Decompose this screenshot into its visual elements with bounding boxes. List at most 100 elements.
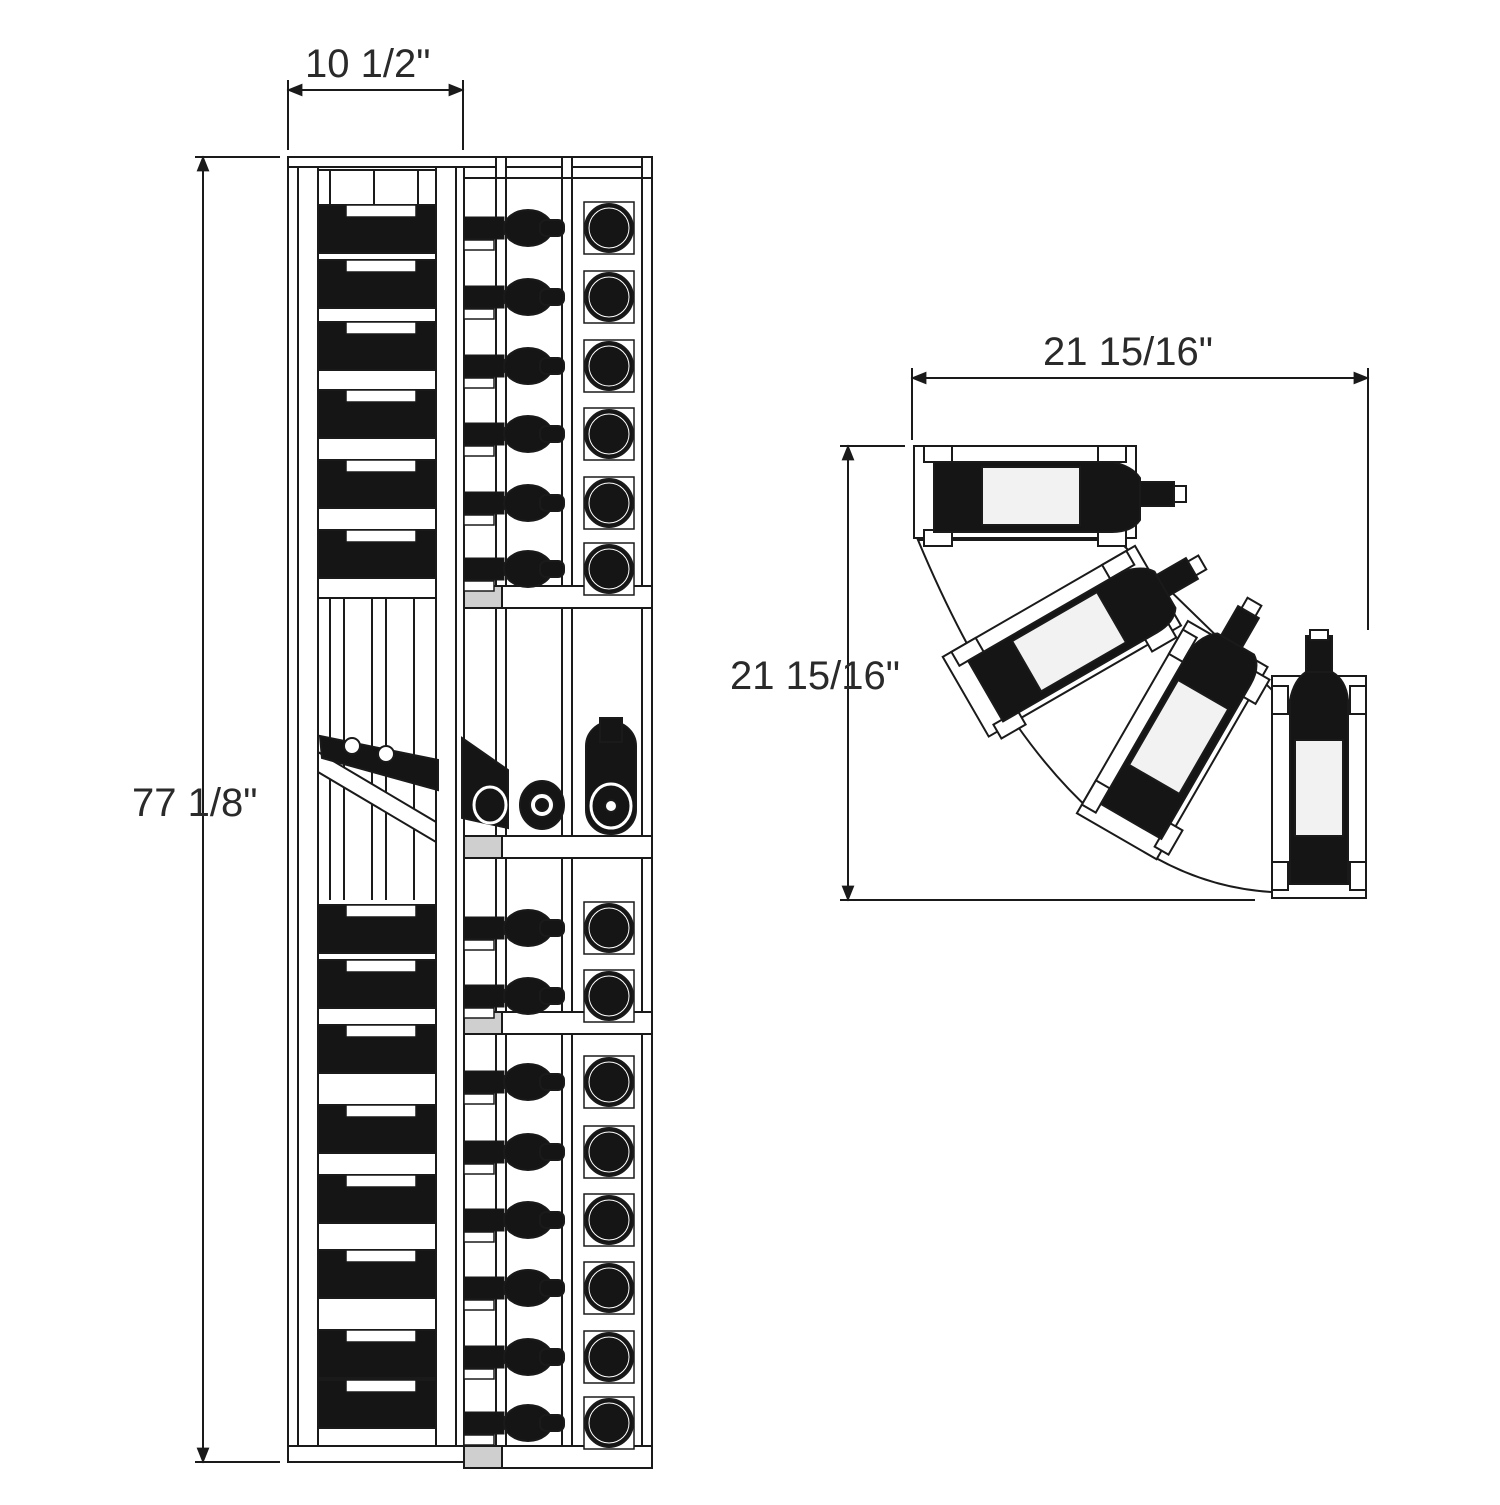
bottle-neck [463,354,505,378]
bottle-end-rim [588,1199,630,1241]
left-post [297,156,319,1463]
panel-slot [345,459,417,473]
corner-depth-dimension-label: 21 15/16" [730,654,900,698]
bottle-top [539,357,565,375]
bottle-neck [463,1345,505,1369]
bottle-neck [463,216,505,240]
panel-slot [345,959,417,973]
bottle-cradle [463,1093,495,1105]
bottle-top [539,288,565,306]
panel-slot [345,321,417,335]
bottle-neck [463,422,505,446]
bottle-cradle [463,1007,495,1019]
rack-height-dimension-label: 77 1/8" [132,781,258,825]
panel-slot [345,1104,417,1118]
bottle-cradle [463,939,495,951]
bottle-end-rim [588,207,630,249]
bottle-top [539,1211,565,1229]
bottle-end-rim [588,1131,630,1173]
panel-slot [345,1249,417,1263]
bottle-top [539,987,565,1005]
bottle-end [584,478,634,528]
bottle-top [539,560,565,578]
bottle-end [584,203,634,253]
bottle-end-rim [588,975,630,1017]
bottle-top [539,1073,565,1091]
bottle-end-rim [588,276,630,318]
bottle-neck [463,1208,505,1232]
bottle-neck [463,1411,505,1435]
bottle-end [584,1398,634,1448]
panel-slot [345,1174,417,1188]
bottle-end [584,1127,634,1177]
bottle-end [584,971,634,1021]
bottle-end [584,1332,634,1382]
bottle-end-rim [588,345,630,387]
bottle-top [539,1143,565,1161]
corner-module-1 [913,445,1187,547]
bottle-end [584,1057,634,1107]
bottle-neck [463,984,505,1008]
wine-rack-front-view [287,156,653,1469]
bottle-end [584,341,634,391]
bottle-cradle [463,1163,495,1175]
bottle-cradle [463,1434,495,1446]
panel-slot [345,389,417,403]
panel-slot [345,1379,417,1393]
bottle-cradle [463,377,495,389]
center-post [435,156,457,1463]
bottle-neck [463,1070,505,1094]
shelf-bar-end [463,835,503,859]
bottle-neck [463,916,505,940]
bottle-top [539,1414,565,1432]
bottle-end-rim [588,907,630,949]
bottle-neck [463,1276,505,1300]
bottle-neck [463,491,505,515]
bottle-cradle [463,1231,495,1243]
panel-slot [345,259,417,273]
dimension-lines-corner [840,368,1370,902]
bottle-end [584,544,634,594]
dimension-lines-front [195,80,465,1464]
bottle-end-rim [588,482,630,524]
corner-module-2 [941,544,1208,740]
side-bottle-group [463,209,565,1446]
bottle-cradle [463,1299,495,1311]
panel-slot [345,1329,417,1343]
side-panel-stack [317,204,437,1429]
panel-slot [345,204,417,218]
end-bottle-group [583,201,635,1450]
bottle-top [539,1348,565,1366]
bottle-cradle [463,308,495,320]
bottle-end-rim [588,1402,630,1444]
corner-module-3 [1075,596,1271,861]
bottle-top [539,919,565,937]
rack-width-dimension-label: 10 1/2" [305,42,431,86]
bottle-top [539,1279,565,1297]
bottle-end [584,1263,634,1313]
corner-rack-top-view [913,445,1367,899]
bottle-cradle [463,1368,495,1380]
corner-width-dimension-label: 21 15/16" [1043,330,1213,374]
bottle-end [584,409,634,459]
panel-slot [345,1024,417,1038]
panel-slot [345,904,417,918]
bottle-end [584,272,634,322]
corner-module-4 [1271,629,1367,899]
bottle-end [584,903,634,953]
panel-slot [345,529,417,543]
bottle-neck [463,557,505,581]
bottle-top [539,494,565,512]
left-upright [287,156,299,1463]
bottle-top [539,425,565,443]
bottle-end-rim [588,548,630,590]
bottle-neck [463,1140,505,1164]
bottle-end-rim [588,413,630,455]
bottle-cradle [463,445,495,457]
display-bottles-right [461,717,637,835]
column-c-right-rail [641,156,653,1463]
bottle-end-rim [588,1061,630,1103]
bottle-neck [463,285,505,309]
